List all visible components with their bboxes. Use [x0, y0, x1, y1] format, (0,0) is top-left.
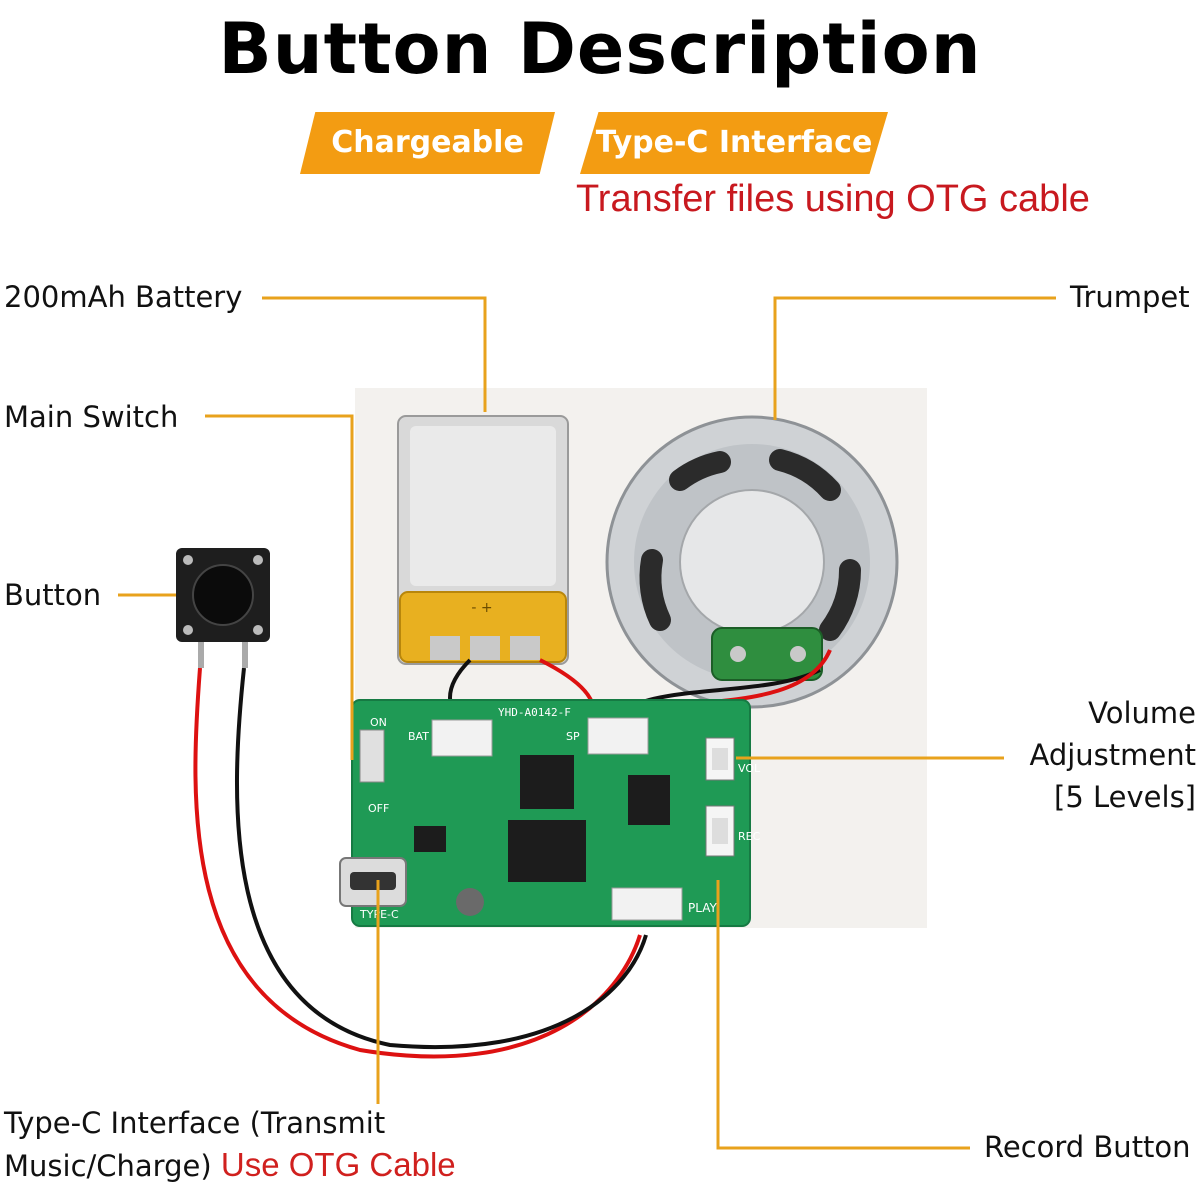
- svg-text:REC: REC: [738, 830, 761, 843]
- label-trumpet: Trumpet: [1070, 280, 1190, 314]
- label-type-c-line2: Music/Charge): [4, 1149, 212, 1183]
- speaker-illustration: [605, 415, 899, 709]
- label-main-switch: Main Switch: [4, 400, 179, 434]
- label-use-otg-cable: Use OTG Cable: [220, 1146, 456, 1183]
- svg-text:OFF: OFF: [368, 802, 389, 815]
- leader-trumpet: [773, 296, 1056, 420]
- label-type-c-line1: Type-C Interface (Transmit: [4, 1106, 386, 1140]
- leader-battery: [262, 296, 487, 412]
- label-button: Button: [4, 578, 102, 612]
- label-battery: 200mAh Battery: [4, 280, 243, 314]
- label-record-button: Record Button: [984, 1130, 1191, 1164]
- tag-type-c-interface: Type-C Interface: [580, 112, 888, 174]
- tactile-button-illustration: [176, 548, 270, 668]
- label-volume-line3: [5 Levels]: [1054, 780, 1196, 814]
- leader-main-switch: [205, 414, 354, 760]
- svg-text:SP: SP: [566, 730, 580, 743]
- page-title: Button Description: [218, 8, 982, 90]
- svg-text:- +: - +: [471, 600, 492, 616]
- label-volume-adjustment: Volume Adjustment [5 Levels]: [1020, 692, 1197, 818]
- battery-illustration: - +: [397, 415, 569, 665]
- svg-text:PLAY: PLAY: [688, 901, 717, 915]
- svg-text:BAT: BAT: [408, 730, 429, 743]
- leader-lines: [118, 296, 1056, 1150]
- svg-text:VOL: VOL: [738, 762, 761, 775]
- pcb-board-illustration: YHD-A0142-F BAT SP ON OFF PLAY REC VOL T…: [339, 699, 761, 927]
- otg-transfer-note: Transfer files using OTG cable: [576, 178, 1090, 220]
- label-volume-line2: Adjustment: [1029, 738, 1197, 772]
- svg-text:ON: ON: [370, 716, 387, 729]
- label-type-c-interface: Type-C Interface (Transmit Music/Charge)…: [4, 1102, 456, 1187]
- tag-chargeable: Chargeable: [300, 112, 555, 174]
- leader-record: [716, 880, 970, 1150]
- silkscreen-model: YHD-A0142-F: [498, 706, 571, 719]
- label-volume-line1: Volume: [1088, 696, 1196, 730]
